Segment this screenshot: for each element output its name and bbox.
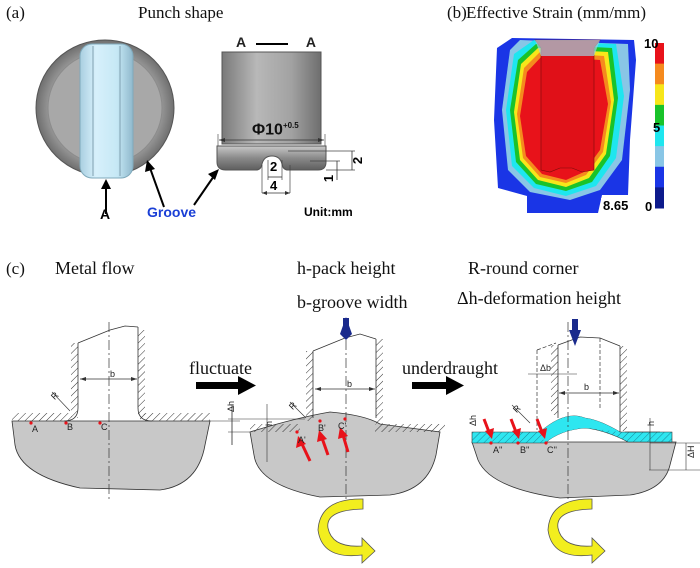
- svg-text:b: b: [584, 382, 589, 392]
- rotation-arrow-stage-3: [547, 498, 606, 564]
- colorbar-segment: [655, 166, 664, 188]
- point-c-prime: C': [338, 421, 346, 431]
- svg-text:Δh: Δh: [468, 415, 478, 426]
- svg-text:b: b: [110, 369, 115, 379]
- diameter-dimension: Φ10+0.5: [252, 121, 299, 139]
- legend-r: R-round corner: [468, 258, 579, 278]
- underdraught-arrow: [412, 376, 464, 395]
- section-label-a-a: A A: [236, 34, 316, 50]
- colorbar-segment: [655, 146, 664, 168]
- section-arrow-a: [101, 179, 111, 214]
- svg-text:R: R: [511, 403, 523, 415]
- arrow-a-label: A: [100, 206, 111, 222]
- svg-text:Δb: Δb: [540, 363, 551, 373]
- section-label-right: A: [305, 34, 316, 50]
- colorbar-segment: [655, 43, 664, 65]
- colorbar: [655, 43, 664, 209]
- panel-b-title: Effective Strain (mm/mm): [466, 3, 647, 22]
- colorbar-segment: [655, 63, 664, 85]
- groove-label: Groove: [147, 204, 197, 220]
- max-strain-label: 8.65: [601, 198, 631, 213]
- legend-dh: Δh-deformation height: [457, 288, 622, 308]
- point-b-prime: B': [318, 423, 326, 433]
- svg-text:h: h: [646, 421, 656, 426]
- rotation-arrow-stage-2: [317, 498, 376, 564]
- svg-text:Δh: Δh: [226, 401, 236, 412]
- point-c: C: [101, 422, 108, 432]
- groove-arrows: [145, 160, 219, 208]
- unit-label: Unit:mm: [304, 205, 353, 219]
- svg-text:ΔH: ΔH: [686, 445, 696, 458]
- point-b-double-prime: B'': [520, 445, 530, 455]
- point-c-double-prime: C'': [547, 445, 557, 455]
- colorbar-segment: [655, 125, 664, 147]
- flow-arrows-stage-2: [296, 427, 350, 462]
- arrow-underdraught-label: underdraught: [402, 358, 498, 378]
- colorbar-tick-0: 0: [645, 199, 653, 214]
- stage-3: b Δb R h ΔH Δh: [468, 319, 700, 564]
- workpiece-stage-3: [471, 441, 677, 499]
- legend-h: h-pack height: [297, 258, 396, 278]
- point-b: B: [67, 422, 73, 432]
- svg-text:h: h: [264, 421, 274, 426]
- punch-side-view: [216, 43, 355, 195]
- colorbar-segment: [655, 187, 664, 209]
- stage-2: b R h: [228, 317, 445, 564]
- strain-contours: [494, 38, 636, 213]
- workpiece-stage-1: [11, 420, 211, 491]
- stage-1: b R Δh: [11, 322, 240, 500]
- colorbar-tick-5: 5: [653, 120, 661, 135]
- colorbar-tick-10: 10: [644, 36, 659, 51]
- panel-c-title: Metal flow: [55, 258, 135, 278]
- diameter-tolerance: +0.5: [282, 121, 299, 130]
- dim-groove-outer: 4: [270, 178, 278, 193]
- point-a-prime: A': [298, 435, 306, 445]
- punch-top-view: [35, 39, 175, 179]
- panel-a-label: (a): [6, 3, 25, 22]
- svg-text:b: b: [347, 379, 352, 389]
- flow-arrows-stage-3: [482, 418, 547, 439]
- arrow-fluctuate-label: fluctuate: [189, 358, 252, 378]
- panel-c-label: (c): [6, 259, 25, 278]
- panel-b-label: (b): [447, 3, 467, 22]
- point-a-double-prime: A'': [493, 445, 503, 455]
- diameter-label: Φ10: [252, 121, 283, 139]
- colorbar-segment: [655, 84, 664, 106]
- point-a: A: [32, 424, 38, 434]
- dim-groove-inner: 2: [270, 159, 278, 174]
- fluctuate-arrow: [196, 376, 256, 395]
- panel-a-title: Punch shape: [138, 3, 224, 22]
- legend-b: b-groove width: [297, 292, 408, 312]
- svg-text:R: R: [287, 400, 299, 412]
- section-label-left: A: [236, 34, 247, 50]
- colorbar-segment: [655, 104, 664, 126]
